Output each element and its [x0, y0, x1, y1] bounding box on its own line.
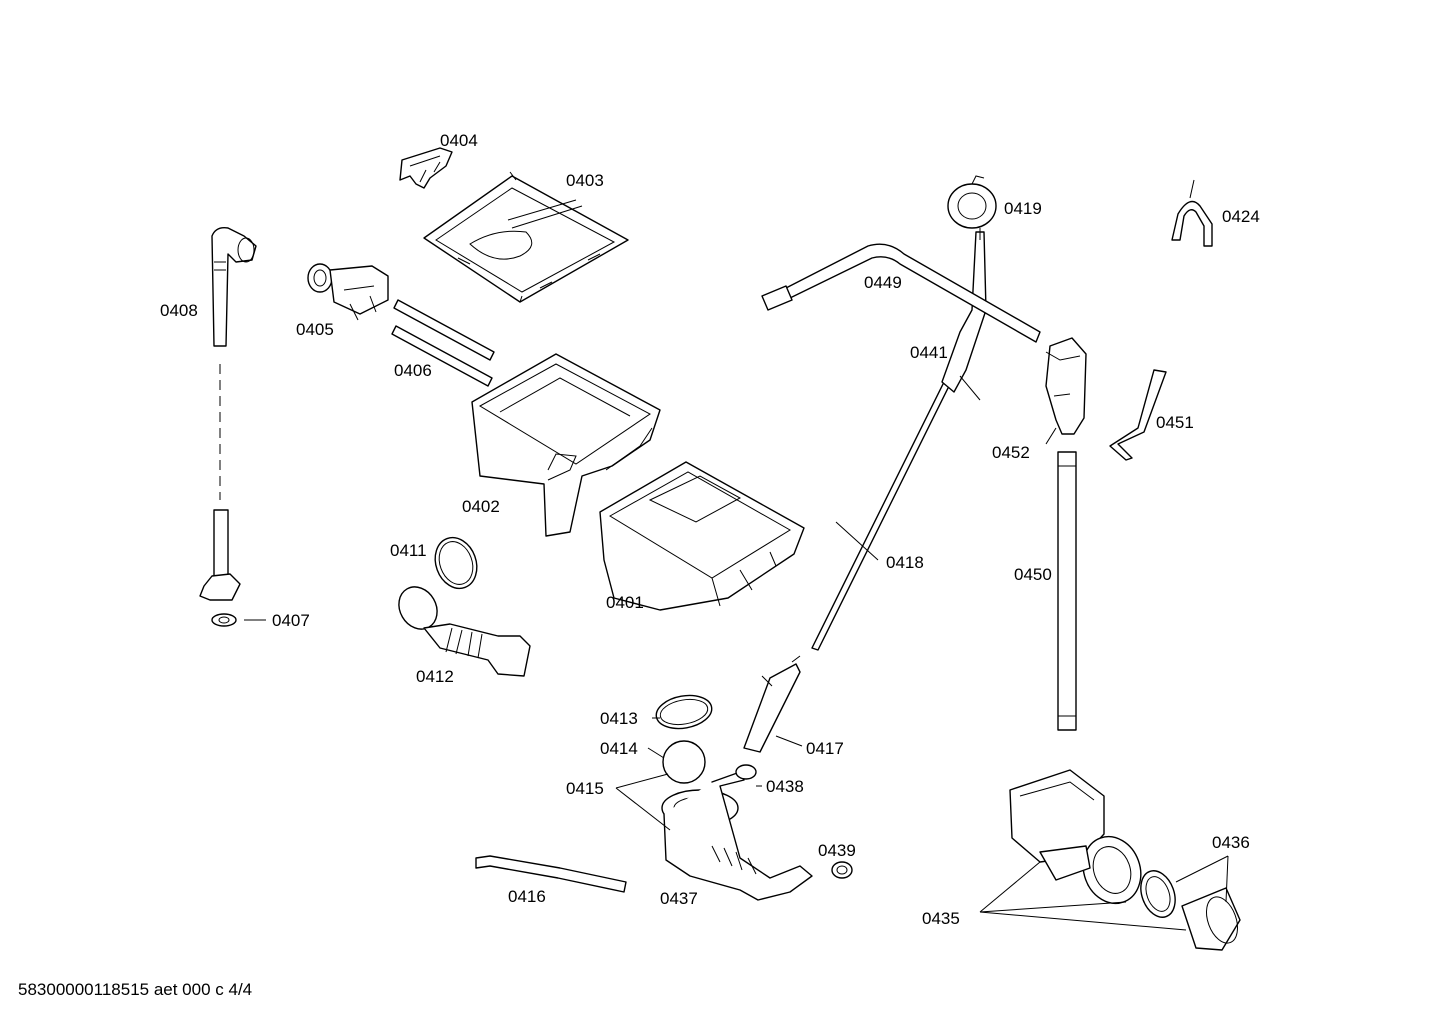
part-0406-tubes	[391, 299, 495, 387]
label-0405: 0405	[296, 320, 334, 339]
part-0405-inlet-valve	[307, 263, 389, 321]
part-0452-air-chamber	[1045, 337, 1087, 435]
part-0414-ball	[662, 740, 706, 784]
label-0439: 0439	[818, 841, 856, 860]
part-0438-clamp	[735, 764, 757, 780]
part-0441-sleeve	[941, 231, 987, 393]
label-0449: 0449	[864, 273, 902, 292]
label-0417: 0417	[806, 739, 844, 758]
label-0414: 0414	[600, 739, 638, 758]
part-0412-bellows-hose	[398, 586, 531, 677]
leader-lines	[244, 375, 1229, 931]
label-0404: 0404	[440, 131, 478, 150]
label-0412: 0412	[416, 667, 454, 686]
label-0436: 0436	[1212, 833, 1250, 852]
part-0401-detergent-drawer	[599, 461, 805, 611]
label-0415: 0415	[566, 779, 604, 798]
label-0441: 0441	[910, 343, 948, 362]
part-0407-pipe-foot	[199, 509, 241, 627]
label-0451: 0451	[1156, 413, 1194, 432]
part-0436-filter	[1181, 887, 1241, 951]
label-0438: 0438	[766, 777, 804, 796]
label-0403: 0403	[566, 171, 604, 190]
part-0419-pressure-switch	[947, 175, 997, 240]
part-0416-hose	[475, 855, 627, 893]
part-0436-ring	[1140, 870, 1176, 918]
part-0408-elbow-pipe	[211, 226, 257, 347]
part-0413-ring	[655, 694, 713, 730]
label-0407: 0407	[272, 611, 310, 630]
part-0402-drawer-housing	[471, 353, 661, 537]
label-0418: 0418	[886, 553, 924, 572]
label-0408: 0408	[160, 301, 198, 320]
part-0437-sump-hose	[661, 771, 813, 901]
part-0403-dispenser-lid	[423, 171, 629, 303]
part-0451-rod	[1109, 369, 1167, 461]
label-0416: 0416	[508, 887, 546, 906]
part-0449-curved-hose	[761, 243, 1041, 343]
label-0419: 0419	[1004, 199, 1042, 218]
document-code-footer: 58300000118515 aet 000 c 4/4	[18, 980, 253, 999]
part-0411-ring	[434, 536, 478, 590]
part-0404-clip	[399, 147, 453, 189]
part-0418-long-pipe	[811, 377, 953, 651]
label-0424: 0424	[1222, 207, 1260, 226]
label-0437: 0437	[660, 889, 698, 908]
label-0401: 0401	[606, 593, 644, 612]
label-0435: 0435	[922, 909, 960, 928]
label-0406: 0406	[394, 361, 432, 380]
part-0435-drain-pump	[1009, 769, 1142, 905]
label-0413: 0413	[600, 709, 638, 728]
label-0450: 0450	[1014, 565, 1052, 584]
part-0424-bracket	[1171, 179, 1213, 247]
label-0411: 0411	[390, 541, 427, 560]
part-0417-air-trap-tube	[743, 655, 801, 753]
label-0452: 0452	[992, 443, 1030, 462]
part-0439-clamp	[831, 861, 853, 879]
label-0402: 0402	[462, 497, 500, 516]
part-0450-hose	[1057, 451, 1077, 731]
